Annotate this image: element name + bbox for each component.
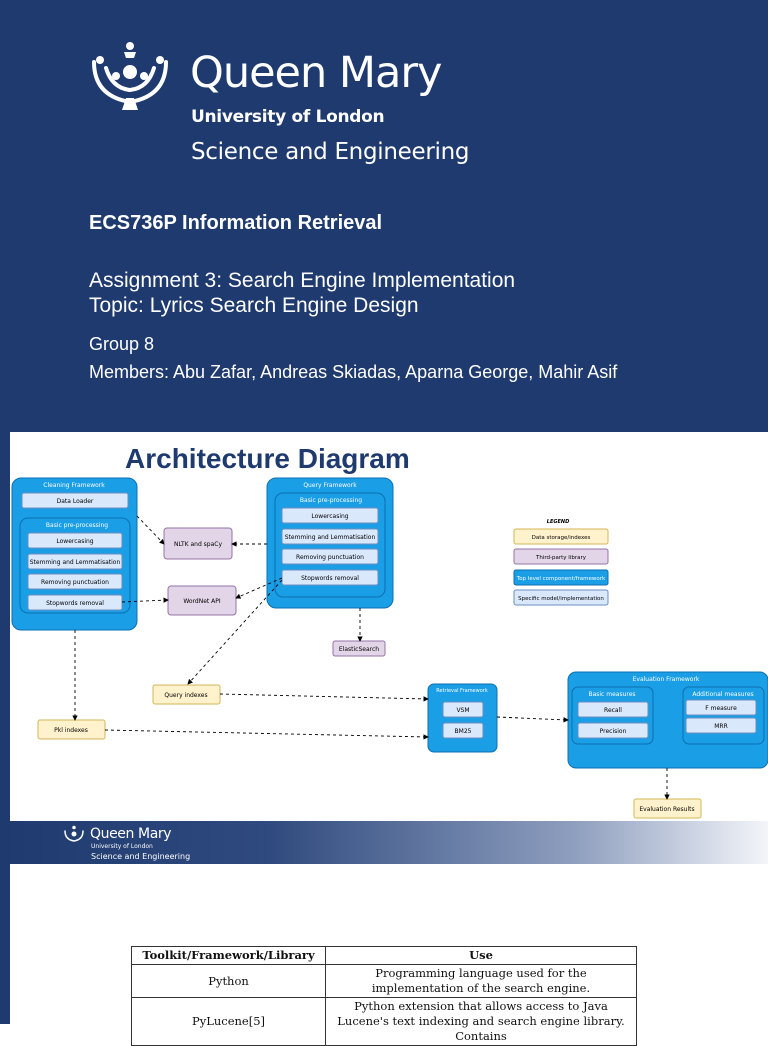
legend-item-framework: Top level component/framework [516, 576, 606, 582]
footer-brand-name: Queen Mary [90, 826, 172, 842]
tools-table: Toolkit/Framework/Library Use Python Pro… [131, 946, 637, 1046]
tools-slide: Toolkit/Framework/Library Use Python Pro… [0, 864, 768, 1046]
cleaning-step-3: Removing punctuation [41, 579, 109, 586]
table-row: PyLucene[5] Python extension that allows… [131, 997, 637, 1046]
slide-accent-bar [0, 432, 10, 821]
nltk-label: NLTK and spaCy [174, 541, 223, 548]
bm25-label: BM25 [455, 728, 472, 735]
table-cell-name: Python [131, 964, 326, 998]
legend-item-model: Specific model/implementation [518, 596, 604, 602]
retrieval-framework: Retrieval Framework VSM BM25 [427, 683, 498, 753]
vsm-label: VSM [456, 707, 469, 714]
course-title: ECS736P Information Retrieval [89, 212, 383, 234]
basic-measures-label: Basic measures [588, 691, 635, 698]
slide-accent-bar [0, 864, 10, 1024]
legend-item-storage: Data storage/indexes [532, 535, 591, 541]
assignment-title: Assignment 3: Search Engine Implementati… [89, 269, 516, 292]
cleaning-step-box [27, 532, 123, 549]
cleaning-step-box [27, 553, 123, 570]
bm25-box [442, 722, 484, 739]
legend: LEGEND Data storage/indexes Third-party … [513, 519, 609, 606]
table-row: Python Programming language used for the… [131, 964, 637, 998]
table-cell-use: Programming language used for the implem… [325, 964, 637, 998]
query-step-box [281, 507, 379, 524]
query-framework-label: Query Framework [303, 482, 357, 489]
query-preproc-label: Basic pre-processing [300, 497, 362, 504]
group-label: Group 8 [89, 334, 155, 354]
cleaning-step-2: Stemming and Lemmatisation [30, 559, 121, 566]
recall-label: Recall [604, 707, 622, 714]
wordnet-label: WordNet API [183, 598, 221, 605]
pkl-indexes-label: Pkl indexes [54, 727, 88, 734]
slide-footer: Queen Mary University of London Science … [0, 821, 768, 864]
footer-brand-university: University of London [91, 843, 153, 850]
recall-box [577, 701, 649, 718]
legend-item-library: Third-party library [535, 555, 587, 561]
f-measure-box [685, 699, 757, 716]
f-measure-label: F measure [705, 705, 737, 712]
brand-name: Queen Mary [190, 48, 443, 98]
crown-crest-icon [64, 825, 84, 842]
brand-faculty: Science and Engineering [191, 139, 470, 165]
evaluation-framework-label: Evaluation Framework [633, 676, 700, 683]
additional-measures-label: Additional measures [692, 691, 753, 698]
brand-university: University of London [191, 107, 385, 127]
query-framework: Query Framework Basic pre-processing Low… [266, 477, 394, 609]
query-step-4: Stopwords removal [301, 575, 359, 582]
precision-box [577, 722, 649, 739]
pkl-indexes-box [37, 719, 106, 740]
table-cell-use: Python extension that allows access to J… [325, 997, 637, 1046]
cleaning-step-4: Stopwords removal [46, 600, 104, 607]
cleaning-step-1: Lowercasing [56, 538, 93, 545]
crown-crest-icon [92, 42, 168, 110]
query-step-box [281, 548, 379, 565]
cleaning-framework-label: Cleaning Framework [43, 482, 105, 489]
footer-brand-faculty: Science and Engineering [91, 852, 191, 861]
title-slide: Queen Mary University of London Science … [0, 0, 768, 432]
table-cell-name: PyLucene[5] [131, 997, 326, 1046]
mrr-box [685, 717, 757, 734]
architecture-diagram: Cleaning Framework Data Loader Basic pre… [11, 477, 768, 819]
table-header-toolkit: Toolkit/Framework/Library [131, 946, 326, 965]
cleaning-step-box [27, 573, 123, 590]
cleaning-preproc-label: Basic pre-processing [46, 522, 108, 529]
query-step-box [281, 528, 379, 545]
precision-label: Precision [600, 728, 627, 735]
retrieval-framework-label: Retrieval Framework [436, 688, 488, 694]
mrr-label: MRR [714, 723, 728, 730]
query-indexes-box [152, 684, 221, 705]
evaluation-results-label: Evaluation Results [639, 806, 694, 813]
diagram-connectors [72, 515, 670, 800]
data-loader-label: Data Loader [57, 498, 94, 505]
table-header-row: Toolkit/Framework/Library Use [131, 946, 637, 965]
members-list: Members: Abu Zafar, Andreas Skiadas, Apa… [89, 362, 618, 382]
elasticsearch-label: ElasticSearch [339, 646, 379, 653]
evaluation-framework: Evaluation Framework Basic measures Reca… [567, 671, 768, 769]
cleaning-step-box [27, 594, 123, 611]
data-loader-box [21, 492, 129, 509]
architecture-slide: Architecture Diagram Cleaning Framework … [0, 432, 768, 864]
legend-title: LEGEND [547, 519, 569, 525]
query-step-2: Stemming and Lemmatisation [285, 534, 376, 541]
query-step-box [281, 569, 379, 586]
query-indexes-label: Query indexes [164, 692, 207, 699]
query-step-3: Removing punctuation [296, 554, 364, 561]
cleaning-framework: Cleaning Framework Data Loader Basic pre… [11, 477, 138, 631]
topic-title: Topic: Lyrics Search Engine Design [89, 294, 419, 317]
table-header-use: Use [325, 946, 637, 965]
query-step-1: Lowercasing [311, 513, 348, 520]
vsm-box [442, 701, 484, 718]
architecture-title: Architecture Diagram [125, 443, 410, 474]
